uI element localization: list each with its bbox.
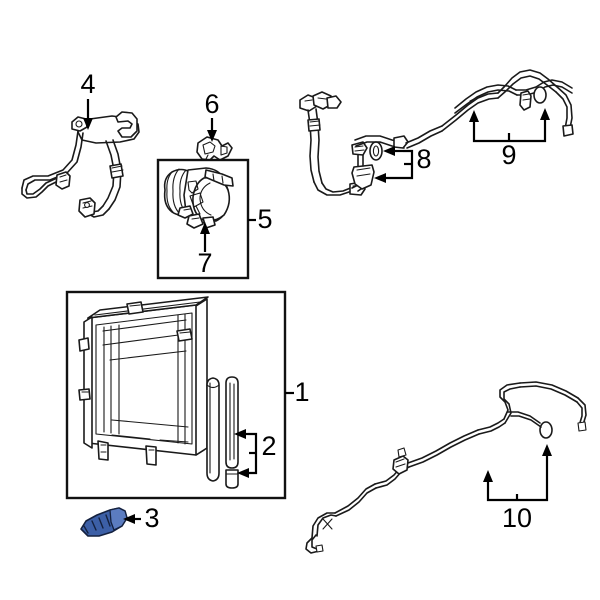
- callout-label-7: 7: [197, 248, 212, 278]
- callout-3-pointer: [123, 514, 141, 524]
- callout-9-pointer: [469, 108, 550, 143]
- callout-4-pointer: [83, 99, 93, 130]
- callout-7-pointer: [200, 222, 210, 252]
- callout-label-10: 10: [502, 503, 532, 533]
- part-condenser-assembly[interactable]: [78, 296, 220, 482]
- callout-label-2: 2: [261, 431, 276, 461]
- condenser-group-box: [65, 290, 287, 500]
- callout-label-9: 9: [501, 140, 516, 170]
- part-expansion-valve-highlighted[interactable]: [80, 507, 128, 537]
- part-receiver-drier-core[interactable]: [225, 376, 239, 489]
- callout-label-4: 4: [80, 69, 95, 99]
- callout-label-8: 8: [416, 144, 431, 174]
- callout-label-3: 3: [144, 503, 159, 533]
- part-suction-discharge-hose[interactable]: [299, 91, 443, 196]
- part-suction-line-tube[interactable]: [305, 381, 587, 554]
- callout-label-6: 6: [204, 89, 219, 119]
- callout-8-pointer: [374, 146, 414, 183]
- part-compressor-assembly[interactable]: [163, 167, 234, 229]
- callout-label-5: 5: [257, 204, 272, 234]
- part-liquid-line-tube[interactable]: [441, 69, 574, 137]
- callout-6-pointer: [207, 118, 217, 142]
- callout-10-pointer: [483, 444, 552, 502]
- callout-2-pointer: [234, 429, 258, 478]
- part-discharge-hose-assembly[interactable]: [21, 111, 140, 218]
- callout-label-1: 1: [294, 377, 309, 407]
